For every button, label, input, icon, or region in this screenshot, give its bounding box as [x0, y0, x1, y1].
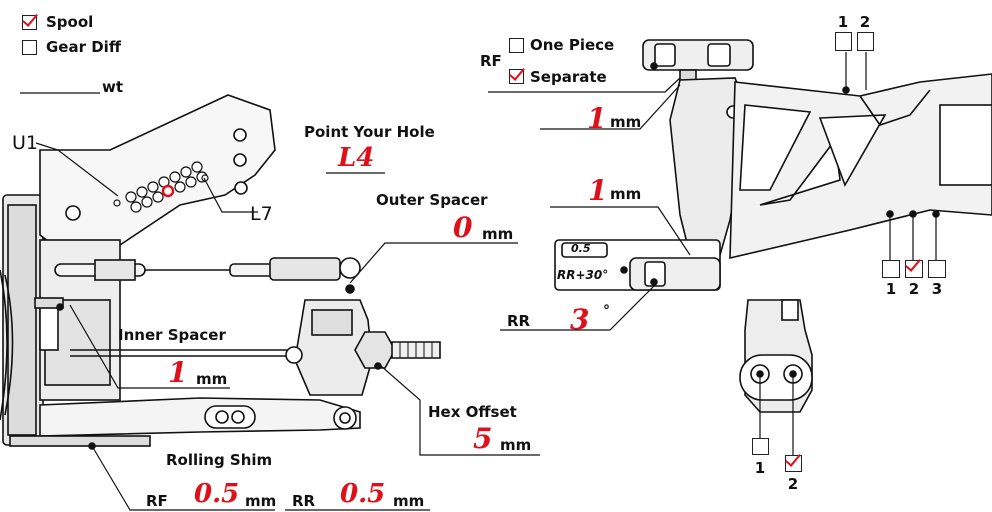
arm-assembly [554, 39, 992, 291]
arm-bottom-2-number: 2 [908, 280, 920, 298]
spool-label: Spool [46, 13, 94, 31]
rolling-shim-rr-value: 0.5 [340, 479, 386, 509]
arm-bottom-2-checkbox[interactable] [905, 260, 923, 278]
rolling-shim-rf-label: RF [146, 492, 168, 510]
bottom-spacer-unit: mm [610, 185, 642, 203]
hub-side-view [739, 299, 813, 413]
outer-spacer-label: Outer Spacer [376, 191, 488, 209]
one-piece-checkbox[interactable] [509, 38, 524, 53]
hub-rr-degree: ° [603, 303, 610, 319]
hub-rf-label: RF [480, 52, 502, 70]
arm-bottom-3-checkbox[interactable] [928, 260, 946, 278]
top-spacer-value: 1 [587, 102, 607, 135]
arm-top-2-checkbox[interactable] [857, 32, 874, 51]
rolling-shim-rr-label: RR [292, 492, 316, 510]
spool-checkbox[interactable] [22, 15, 37, 30]
gear-diff-label: Gear Diff [46, 38, 121, 56]
arm-top-1-number: 1 [837, 13, 849, 31]
lower-hole-label: L7 [250, 203, 273, 225]
one-piece-label: One Piece [530, 36, 615, 54]
inner-spacer-label: Inner Spacer [118, 326, 226, 344]
rolling-shim-rf-value: 0.5 [194, 479, 240, 509]
rolling-shim-label: Rolling Shim [166, 451, 273, 469]
hub-rr-label: RR [507, 312, 531, 330]
arm-bottom-3-number: 3 [931, 280, 943, 298]
hub-pos-1-number: 1 [754, 459, 766, 477]
rolling-shim-rr-unit: mm [393, 492, 425, 510]
hex-offset-value: 5 [473, 422, 493, 455]
inner-spacer-value: 1 [168, 356, 188, 389]
hub-pos-2-number: 2 [787, 475, 799, 493]
hub-pos-2-checkbox[interactable] [785, 455, 802, 472]
arm-bottom-1-number: 1 [885, 280, 897, 298]
rolling-shim-rf-unit: mm [245, 492, 277, 510]
arm-top-1-checkbox[interactable] [835, 32, 852, 51]
point-hole-value: L4 [338, 143, 375, 173]
hub-tag-value: 0.5 [571, 242, 591, 255]
top-spacer-unit: mm [610, 113, 642, 131]
separate-checkbox[interactable] [509, 69, 524, 84]
gear-diff-checkbox[interactable] [22, 40, 37, 55]
hub-pos-1-checkbox[interactable] [752, 438, 769, 455]
outer-spacer-value: 0 [453, 211, 473, 244]
arm-bottom-1-checkbox[interactable] [882, 260, 900, 278]
chassis-assembly [0, 94, 441, 450]
separate-label: Separate [530, 68, 607, 86]
inner-spacer-unit: mm [196, 370, 228, 388]
leader-lines [20, 52, 937, 511]
hex-offset-label: Hex Offset [428, 403, 517, 421]
bottom-spacer-value: 1 [588, 174, 608, 207]
arm-top-2-number: 2 [859, 13, 871, 31]
hub-rr-tag: RR+30° [557, 268, 609, 282]
hex-offset-unit: mm [500, 436, 532, 454]
upper-hole-label: U1 [12, 132, 38, 154]
weight-unit: wt [102, 78, 124, 96]
outer-spacer-unit: mm [482, 225, 514, 243]
point-hole-label: Point Your Hole [304, 123, 435, 141]
hub-rr-value: 3 [570, 303, 590, 336]
